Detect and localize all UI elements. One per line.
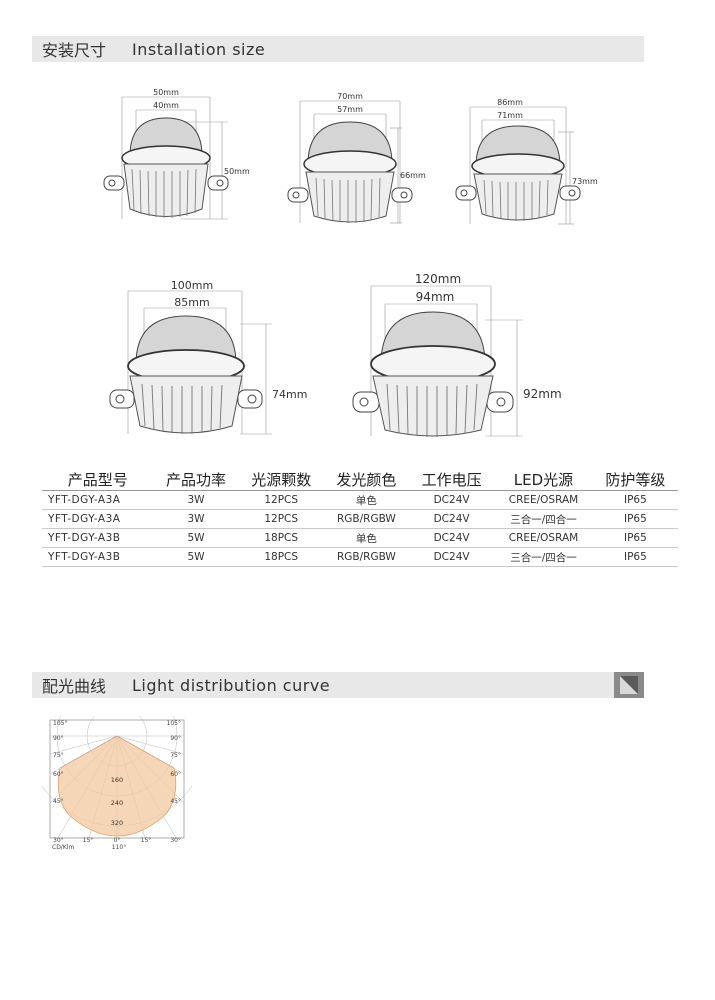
dim-height-3: 73mm [572, 177, 598, 186]
cell-model: YFT-DGY-A3B [42, 528, 154, 548]
header-power: 产品功率 [153, 469, 239, 491]
dim-outer-5: 120mm [415, 272, 461, 286]
cell-led-source: 三合一/四合一 [494, 509, 593, 529]
header-led-source: LED光源 [494, 469, 593, 491]
installation-title-en: Installation size [132, 39, 266, 59]
cell-color: 单色 [323, 528, 409, 548]
header-ip-rating: 防护等级 [592, 469, 678, 491]
dim-inner-2: 57mm [337, 105, 363, 114]
cell-model: YFT-DGY-A3B [42, 547, 154, 567]
angle-label-bottom-0: 0° [114, 837, 121, 844]
dim-height-2: 66mm [400, 171, 426, 180]
ring-label-320: 320 [111, 819, 123, 827]
dim-inner-4: 85mm [174, 296, 209, 309]
installation-size-header: 安装尺寸 Installation size [32, 36, 644, 62]
table-header-row: 产品型号 产品功率 光源颗数 发光颜色 工作电压 LED光源 防护等级 [42, 469, 678, 491]
table-row: YFT-DGY-A3B 5W 18PCS RGB/RGBW DC24V 三合一/… [42, 547, 678, 567]
angle-label-right-60: 60° [170, 771, 181, 778]
corner-logo-icon [614, 672, 644, 698]
dim-outer-3: 86mm [497, 98, 523, 107]
table-row: YFT-DGY-A3B 5W 18PCS 单色 DC24V CREE/OSRAM… [42, 528, 678, 548]
cell-color: RGB/RGBW [323, 509, 409, 529]
installation-title-zh: 安装尺寸 [42, 41, 107, 60]
fixture-drawing-2: 70mm 57mm 66mm [280, 88, 440, 238]
ring-label-240: 240 [111, 799, 123, 807]
angle-label-left-75: 75° [53, 752, 64, 759]
angle-label-right-30: 30° [170, 837, 181, 844]
cell-led-source: 三合一/四合一 [494, 547, 593, 567]
header-color: 发光颜色 [323, 469, 409, 491]
cell-power: 3W [153, 509, 239, 529]
angle-label-right-105: 105° [167, 720, 181, 727]
light-distribution-chart: 105° 90° 75° 60° 45° 30° 105° 90° 75° 60… [26, 645, 208, 851]
angle-label-bottom-right-15: 15° [141, 837, 152, 844]
header-voltage: 工作电压 [408, 469, 495, 491]
cell-led-count: 18PCS [238, 528, 324, 548]
fixture-drawing-3: 86mm 71mm 73mm [448, 94, 608, 234]
table-row: YFT-DGY-A3A 3W 12PCS RGB/RGBW DC24V 三合一/… [42, 509, 678, 529]
dim-height-5: 92mm [523, 387, 562, 401]
angle-label-left-60: 60° [53, 771, 64, 778]
cell-color: RGB/RGBW [323, 547, 409, 567]
angle-label-left-30: 30° [53, 837, 64, 844]
angle-label-bottom-left-15: 15° [83, 837, 94, 844]
angle-label-right-75: 75° [170, 752, 181, 759]
fixture-drawing-1: 50mm 40mm 50mm [100, 84, 260, 234]
cell-led-source: CREE/OSRAM [494, 490, 593, 510]
cell-voltage: DC24V [408, 528, 495, 548]
fixture-drawing-4: 100mm 85mm 74mm [100, 276, 320, 441]
fixture-drawing-5: 120mm 94mm 92mm [345, 264, 575, 444]
dim-inner-5: 94mm [416, 290, 455, 304]
cell-power: 5W [153, 528, 239, 548]
cell-voltage: DC24V [408, 509, 495, 529]
dim-outer-2: 70mm [337, 92, 363, 101]
light-distribution-header: 配光曲线 Light distribution curve [32, 672, 644, 698]
distribution-title-zh: 配光曲线 [42, 677, 107, 696]
cell-ip-rating: IP65 [592, 490, 678, 510]
angle-label-left-105: 105° [53, 720, 67, 727]
cell-ip-rating: IP65 [592, 509, 678, 529]
dim-outer-4: 100mm [171, 279, 213, 292]
header-led-count: 光源颗数 [238, 469, 324, 491]
cell-color: 单色 [323, 490, 409, 510]
dim-height-4: 74mm [272, 388, 307, 401]
cell-led-count: 12PCS [238, 490, 324, 510]
cell-power: 3W [153, 490, 239, 510]
angle-label-right-45: 45° [170, 798, 181, 805]
beam-angle-label: 110° [112, 844, 126, 851]
spec-table: 产品型号 产品功率 光源颗数 发光颜色 工作电压 LED光源 防护等级 YFT-… [42, 469, 678, 567]
table-row: YFT-DGY-A3A 3W 12PCS 单色 DC24V CREE/OSRAM… [42, 490, 678, 510]
cell-led-source: CREE/OSRAM [494, 528, 593, 548]
ring-label-160: 160 [111, 776, 123, 784]
header-model: 产品型号 [42, 469, 154, 491]
dim-inner-1: 40mm [153, 101, 179, 110]
dim-outer-1: 50mm [153, 88, 179, 97]
cell-ip-rating: IP65 [592, 528, 678, 548]
cell-power: 5W [153, 547, 239, 567]
cell-ip-rating: IP65 [592, 547, 678, 567]
angle-label-left-45: 45° [53, 798, 64, 805]
cell-model: YFT-DGY-A3A [42, 490, 154, 510]
cell-voltage: DC24V [408, 490, 495, 510]
cell-led-count: 18PCS [238, 547, 324, 567]
cell-led-count: 12PCS [238, 509, 324, 529]
cell-voltage: DC24V [408, 547, 495, 567]
distribution-title-en: Light distribution curve [132, 675, 331, 695]
distribution-curve [57, 735, 177, 837]
dim-height-1: 50mm [224, 167, 250, 176]
cell-model: YFT-DGY-A3A [42, 509, 154, 529]
dim-inner-3: 71mm [497, 111, 523, 120]
unit-label: CD/Klm [52, 844, 74, 851]
angle-label-right-90: 90° [170, 735, 181, 742]
angle-label-left-90: 90° [53, 735, 64, 742]
